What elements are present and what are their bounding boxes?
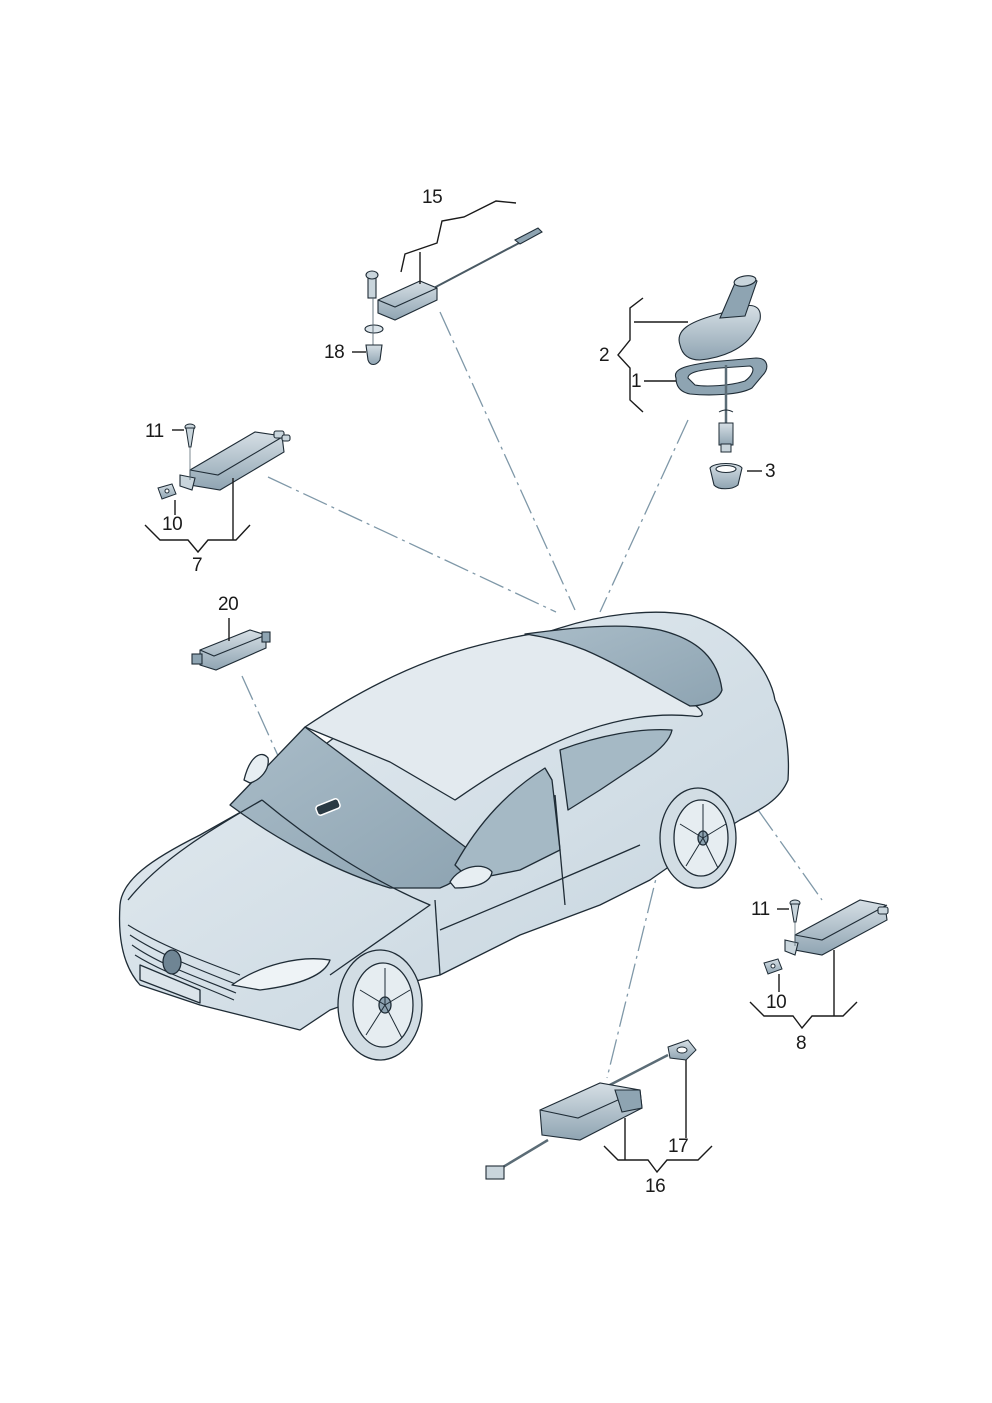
callout-20: 20 bbox=[218, 594, 239, 615]
part-17-ground-terminal[interactable] bbox=[667, 1039, 697, 1061]
part-1-antenna-seal[interactable] bbox=[674, 357, 768, 396]
bracket-2 bbox=[617, 297, 762, 472]
rear-side-window bbox=[559, 729, 673, 811]
vw-badge bbox=[162, 949, 182, 975]
callout-18: 18 bbox=[324, 342, 345, 363]
part-15-antenna-module[interactable] bbox=[364, 227, 543, 345]
callout-1: 1 bbox=[631, 371, 642, 392]
windscreen-module-marker bbox=[315, 798, 341, 816]
left-mirror bbox=[243, 753, 269, 784]
bracket-16 bbox=[603, 1060, 713, 1174]
part-20-windscreen-module[interactable] bbox=[191, 629, 271, 671]
washer bbox=[364, 324, 384, 334]
bracket-8 bbox=[749, 908, 858, 1030]
part-8-amplifier-right[interactable] bbox=[784, 899, 889, 956]
callout-8: 8 bbox=[796, 1033, 807, 1054]
callout-15: 15 bbox=[422, 187, 443, 208]
rear-wheel bbox=[659, 787, 737, 889]
front-wheel bbox=[337, 949, 423, 1061]
callout-3: 3 bbox=[765, 461, 776, 482]
callout-11-right: 11 bbox=[751, 899, 770, 920]
callout-17: 17 bbox=[668, 1136, 689, 1157]
bracket-7 bbox=[144, 429, 251, 554]
callout-16: 16 bbox=[645, 1176, 666, 1197]
headlight bbox=[231, 958, 331, 991]
part-10-clip-nut-right[interactable] bbox=[763, 958, 783, 975]
part-3-antenna-nut[interactable] bbox=[709, 462, 743, 490]
callout-10-left: 10 bbox=[162, 514, 183, 535]
part-11-screw-right[interactable] bbox=[789, 899, 801, 946]
part-2-roof-antenna[interactable] bbox=[678, 274, 761, 361]
part-18-expanding-nut[interactable] bbox=[365, 344, 383, 366]
rear-window bbox=[524, 625, 723, 707]
part-7-amplifier-left[interactable] bbox=[179, 430, 291, 491]
bracket-15 bbox=[400, 200, 517, 284]
callout-10-right: 10 bbox=[766, 992, 787, 1013]
antenna-stud bbox=[718, 365, 734, 453]
part-16-control-unit[interactable] bbox=[485, 1053, 669, 1180]
car-roof bbox=[304, 630, 703, 801]
part-10-clip-nut-left[interactable] bbox=[157, 483, 177, 500]
callout-2: 2 bbox=[599, 345, 610, 366]
car-illustration bbox=[118, 611, 790, 1061]
right-mirror bbox=[449, 865, 493, 889]
callout-11-left: 11 bbox=[145, 421, 164, 442]
plug-connector bbox=[485, 1165, 505, 1180]
part-11-screw-left[interactable] bbox=[184, 423, 196, 480]
license-plate bbox=[139, 964, 201, 1004]
callout-7: 7 bbox=[192, 555, 203, 576]
